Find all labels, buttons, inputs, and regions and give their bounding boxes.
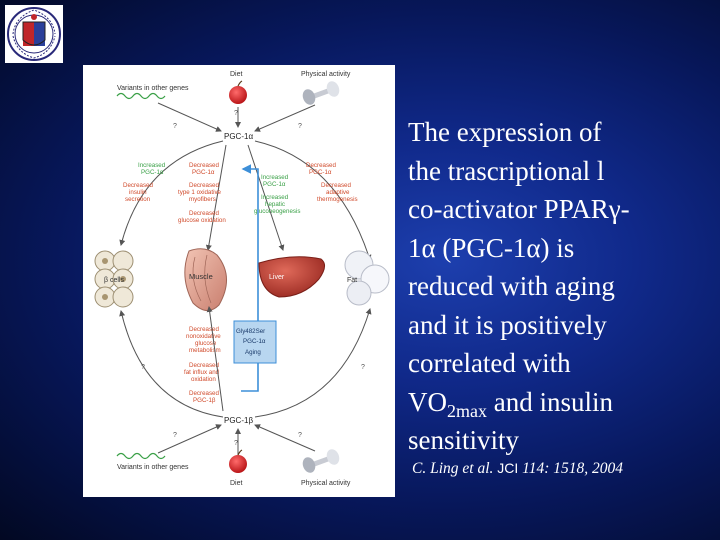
slide-statement: The expression of the trascriptional l c… xyxy=(408,113,713,460)
q-variants-top: ? xyxy=(173,123,177,130)
muscle-icon xyxy=(184,248,227,311)
fat-decreased-thermo-1: Decreased xyxy=(321,182,351,189)
variants-top-label: Variants in other genes xyxy=(117,85,189,92)
statement-line-7: correlated with xyxy=(408,348,571,378)
activity-top-label: Physical activity xyxy=(301,71,351,78)
citation-authors: C. Ling et al. xyxy=(412,460,494,477)
left-decreased-2: insulin xyxy=(129,189,147,196)
liver-label: Liver xyxy=(269,274,285,281)
apple-top-icon xyxy=(229,80,247,104)
statement-line-3: co-activator PPARγ- xyxy=(408,194,630,224)
low-fat-3: oxidation xyxy=(191,376,216,383)
statement-line-5: reduced with aging xyxy=(408,271,615,301)
aging-box-line1: Gly482Ser xyxy=(236,328,265,335)
q-right-low: ? xyxy=(361,364,365,371)
left-decreased-1: Decreased xyxy=(123,182,153,189)
q-activity-top: ? xyxy=(298,123,302,130)
activity-bottom-label: Physical activity xyxy=(301,480,351,487)
low-pgc1b-2: PGC-1β xyxy=(193,397,216,404)
muscle-label: Muscle xyxy=(189,272,213,281)
left-increased-pgc1a-1: Increased xyxy=(138,162,166,169)
statement-line-2: the trascriptional l xyxy=(408,155,605,186)
left-decreased-3: secretion xyxy=(125,196,151,203)
statement-line-9: sensitivity xyxy=(408,425,520,455)
q-left-low: ? xyxy=(141,364,145,371)
dumbbell-top-icon xyxy=(302,81,340,105)
left-increased-pgc1a-2: PGC-1α xyxy=(141,169,164,176)
q-activity-bottom: ? xyxy=(298,432,302,439)
vo2max-subscript: 2max xyxy=(447,400,487,421)
q-diet-top: ? xyxy=(234,110,238,117)
low-nonox-1: Decreased xyxy=(189,326,219,333)
pgc1a-node: PGC-1α xyxy=(224,132,253,141)
dna-squiggle-top-icon xyxy=(116,92,166,100)
diet-top-label: Diet xyxy=(230,71,243,78)
beta-cells-label: β cells xyxy=(104,277,124,284)
aging-box-line3: Aging xyxy=(245,349,261,356)
q-diet-bottom: ? xyxy=(234,440,238,447)
fat-decreased-pgc1a-1: Decreased xyxy=(306,162,336,169)
aging-box xyxy=(233,320,277,364)
statement-line-4: 1α (PGC-1α) is xyxy=(408,232,575,263)
low-nonox-2: nonoxidative xyxy=(186,333,221,340)
variants-bottom-label: Variants in other genes xyxy=(117,464,189,471)
mid-decreased-fibers-1: Decreased xyxy=(189,182,219,189)
dumbbell-bottom-icon xyxy=(302,449,340,473)
statement-line-6: and it is positively xyxy=(408,309,607,340)
mid-decreased-glucose-1: Decreased xyxy=(189,210,219,217)
beta-cells-icon xyxy=(94,250,134,308)
mid-decreased-pgc1a-2: PGC-1α xyxy=(192,169,215,176)
mid-decreased-fibers-2: type 1 oxidative xyxy=(178,189,222,196)
fat-decreased-thermo-3: thermogenesis xyxy=(317,196,358,203)
q-variants-bottom: ? xyxy=(173,432,177,439)
diet-bottom-label: Diet xyxy=(230,480,243,487)
liver-increased-gng-1: Increased xyxy=(261,194,289,201)
low-fat-2: fat influx and xyxy=(184,369,220,376)
mid-decreased-fibers-3: myofibers xyxy=(189,196,216,203)
liver-increased-pgc1a-1: Increased xyxy=(261,174,289,181)
vo2max-base: VO xyxy=(408,386,447,417)
liver-increased-gng-2: hepatic xyxy=(265,201,285,208)
pgc1b-node: PGC-1β xyxy=(224,416,253,425)
low-nonox-3: glucose xyxy=(195,340,217,347)
statement-line-8-rest: and insulin xyxy=(487,386,613,417)
low-nonox-4: metabolism xyxy=(189,347,221,354)
dna-squiggle-bottom-icon xyxy=(116,452,166,460)
fat-decreased-thermo-2: adaptive xyxy=(326,189,350,196)
mid-decreased-pgc1a-1: Decreased xyxy=(189,162,219,169)
liver-increased-gng-3: gluconeogenesis xyxy=(254,208,300,215)
university-seal-logo xyxy=(5,5,63,63)
fat-cells-icon xyxy=(344,250,390,306)
low-pgc1b-1: Decreased xyxy=(189,390,219,397)
pgc1-pathway-figure: Variants in other genes Diet Physical ac… xyxy=(83,65,395,497)
mid-decreased-glucose-2: glucose oxidation xyxy=(178,217,226,224)
citation: C. Ling et al. JCI 114: 1518, 2004 xyxy=(412,460,712,478)
citation-journal: JCI xyxy=(497,460,519,476)
statement-line-1: The expression of xyxy=(408,117,602,147)
apple-bottom-icon xyxy=(229,449,247,473)
statement-line-8: VO2max and insulin xyxy=(408,383,713,422)
low-fat-1: Decreased xyxy=(189,362,219,369)
aging-box-line2: PGC-1α xyxy=(243,338,266,345)
liver-icon xyxy=(258,256,325,298)
fat-label: Fat xyxy=(347,277,357,284)
citation-reference: 114: 1518, 2004 xyxy=(522,460,624,477)
liver-increased-pgc1a-2: PGC-1α xyxy=(263,181,286,188)
fat-decreased-pgc1a-2: PGC-1α xyxy=(309,169,332,176)
